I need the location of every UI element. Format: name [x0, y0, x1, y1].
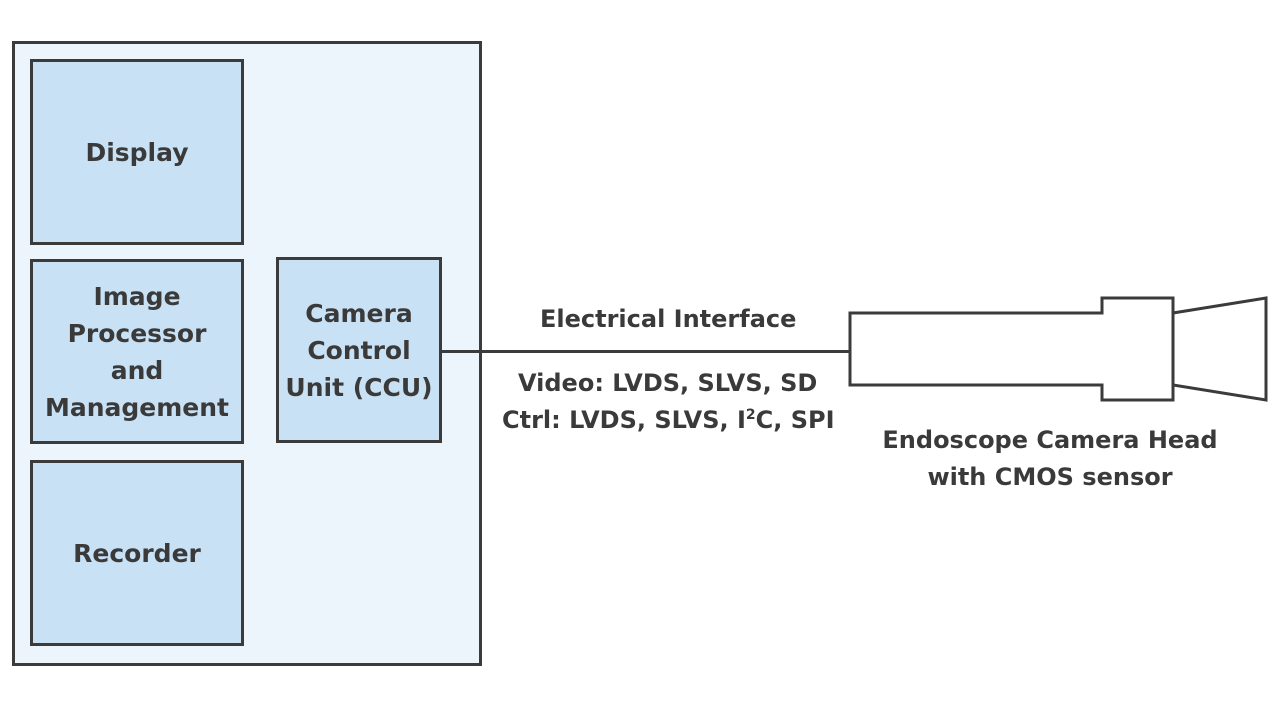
ctrl-superscript: 2: [745, 407, 756, 423]
ctrl-prefix: Ctrl: LVDS, SLVS, I: [502, 406, 746, 434]
camera-head-caption: Endoscope Camera Head with CMOS sensor: [860, 422, 1240, 496]
electrical-connection-line: [442, 350, 850, 353]
image-processor-block: Image Processor and Management: [30, 259, 244, 444]
video-protocols: Video: LVDS, SLVS, SD: [518, 369, 818, 397]
display-block: Display: [30, 59, 244, 245]
camera-body: [848, 296, 1175, 402]
image-processor-label: Image Processor and Management: [44, 281, 230, 422]
ctrl-suffix: C, SPI: [755, 406, 835, 434]
camera-head-line1: Endoscope Camera Head: [882, 426, 1218, 454]
display-label: Display: [85, 137, 189, 167]
ccu-label: Camera Control Unit (CCU): [285, 298, 433, 402]
recorder-block: Recorder: [30, 460, 244, 646]
electrical-interface-title: Electrical Interface: [540, 305, 797, 333]
ctrl-protocols: Ctrl: LVDS, SLVS, I2C, SPI: [502, 402, 835, 439]
camera-lens: [1171, 296, 1268, 402]
ccu-block: Camera Control Unit (CCU): [276, 257, 442, 443]
camera-head-line2: with CMOS sensor: [927, 463, 1173, 491]
recorder-label: Recorder: [73, 538, 201, 568]
endoscope-camera-head-icon: [848, 296, 1268, 402]
